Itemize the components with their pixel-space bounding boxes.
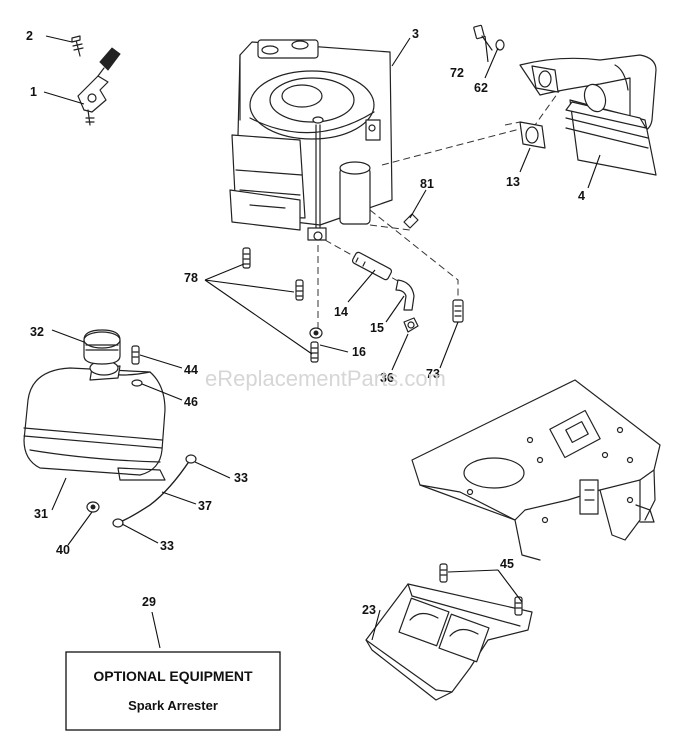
callout-73: 73 xyxy=(426,367,440,381)
callout-4: 4 xyxy=(578,189,585,203)
engine-bolts-part xyxy=(242,247,319,363)
callout-45: 45 xyxy=(500,557,514,571)
bracket-path xyxy=(369,224,411,231)
callout-32: 32 xyxy=(30,325,44,339)
throttle-control-part xyxy=(71,35,121,126)
engine-part xyxy=(229,39,393,241)
callout-14: 14 xyxy=(334,305,348,319)
callout-36: 36 xyxy=(380,371,394,385)
oil-drain-part xyxy=(309,213,464,339)
callout-62: 62 xyxy=(474,81,488,95)
heat-shield-part xyxy=(365,563,533,701)
callout-23: 23 xyxy=(362,603,376,617)
note-box xyxy=(65,651,281,731)
watermark-text: eReplacementParts.com xyxy=(205,366,446,391)
callout-44: 44 xyxy=(184,363,198,377)
callout-33-top: 33 xyxy=(234,471,248,485)
callout-15: 15 xyxy=(370,321,384,335)
callout-16: 16 xyxy=(352,345,366,359)
callout-78: 78 xyxy=(184,271,198,285)
callout-81: 81 xyxy=(420,177,434,191)
fuel-line-part xyxy=(112,454,197,528)
callout-31: 31 xyxy=(34,507,48,521)
mount-path xyxy=(369,209,459,320)
callout-labels: 2 1 3 72 62 13 4 81 78 14 15 16 36 73 32… xyxy=(26,27,585,617)
callout-1: 1 xyxy=(30,85,37,99)
note-subtitle: Spark Arrester xyxy=(128,698,218,713)
callout-37: 37 xyxy=(198,499,212,513)
callout-29: 29 xyxy=(142,595,156,609)
muffler-part xyxy=(473,24,657,176)
frame-part xyxy=(411,379,661,561)
optional-equipment-note: OPTIONAL EQUIPMENT Spark Arrester xyxy=(65,651,281,731)
callout-3: 3 xyxy=(412,27,419,41)
callout-13: 13 xyxy=(506,175,520,189)
callout-72: 72 xyxy=(450,66,464,80)
fuel-tank-part xyxy=(23,329,166,513)
note-title: OPTIONAL EQUIPMENT xyxy=(93,668,253,684)
callout-2: 2 xyxy=(26,29,33,43)
callout-33-bottom: 33 xyxy=(160,539,174,553)
callout-40: 40 xyxy=(56,543,70,557)
callout-46: 46 xyxy=(184,395,198,409)
leader-lines xyxy=(43,35,601,649)
